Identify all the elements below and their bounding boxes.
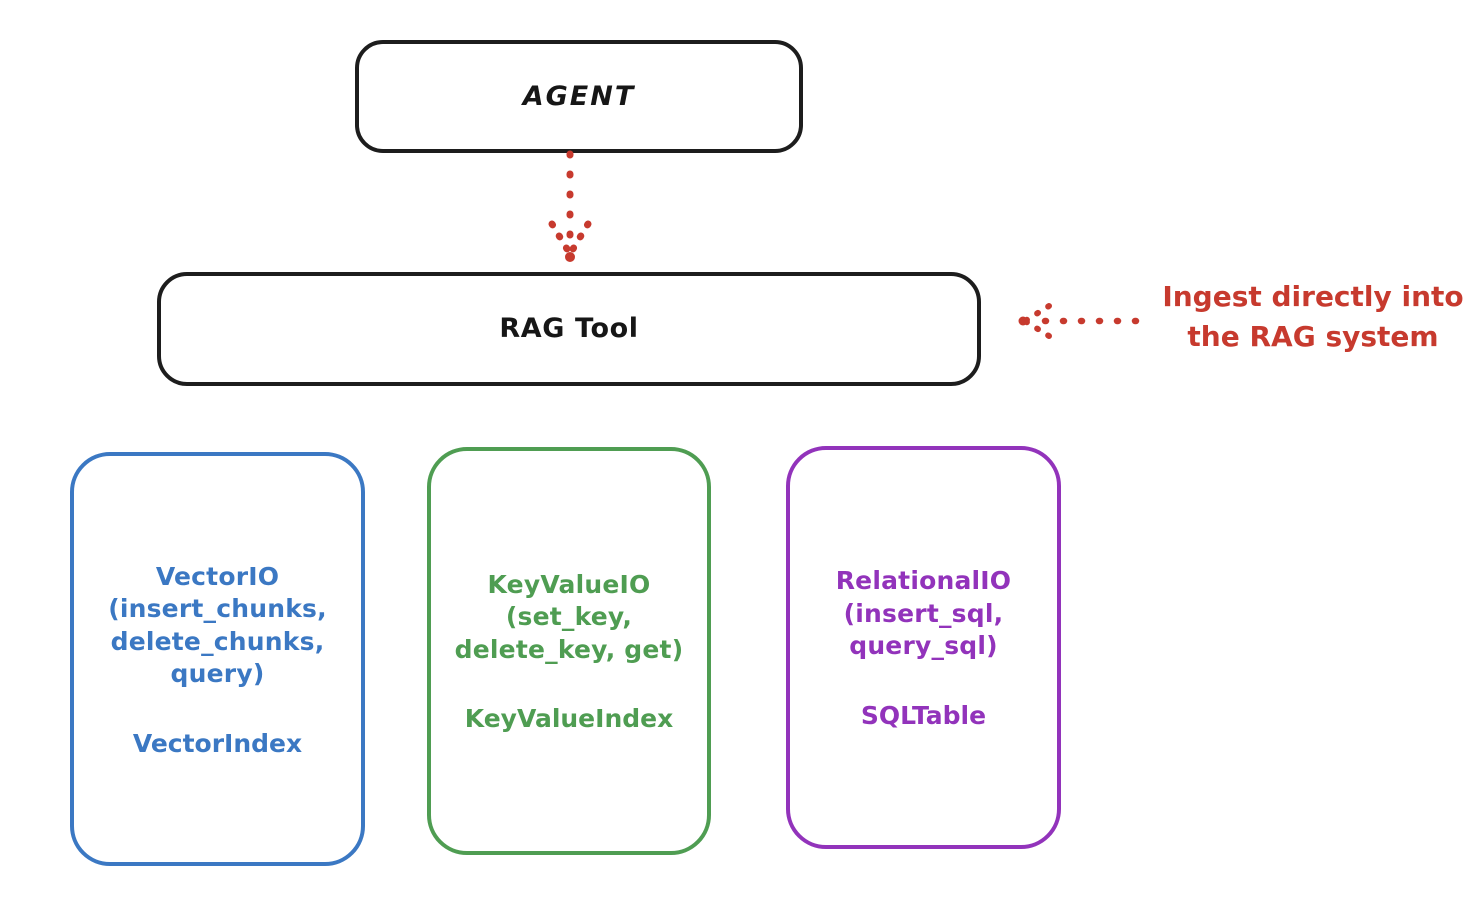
connector-agent-to-rag-tool-icon <box>548 150 592 262</box>
connector-ingest-arrow-icon <box>1018 303 1140 339</box>
node-vector-io-sublabel: VectorIndex <box>132 728 303 758</box>
node-relational-io[interactable]: RelationalIO (insert_sql, query_sql) SQL… <box>786 446 1061 849</box>
node-rag-tool[interactable]: RAG Tool <box>157 272 981 386</box>
node-relational-io-sublabel: SQLTable <box>860 700 987 730</box>
node-key-value-io[interactable]: KeyValueIO (set_key, delete_key, get) Ke… <box>427 447 711 855</box>
node-agent[interactable]: AGENT <box>355 40 803 153</box>
node-key-value-io-sublabel: KeyValueIndex <box>464 704 674 734</box>
node-vector-io[interactable]: VectorIO (insert_chunks, delete_chunks, … <box>70 452 365 866</box>
node-rag-tool-label: RAG Tool <box>499 313 639 345</box>
annotation-ingest-text: Ingest directly into the RAG system <box>1162 280 1464 353</box>
node-key-value-io-label: KeyValueIO (set_key, delete_key, get) <box>454 569 684 664</box>
node-relational-io-label: RelationalIO (insert_sql, query_sql) <box>835 566 1012 661</box>
node-vector-io-label: VectorIO (insert_chunks, delete_chunks, … <box>108 561 327 689</box>
node-agent-label: AGENT <box>522 80 636 112</box>
